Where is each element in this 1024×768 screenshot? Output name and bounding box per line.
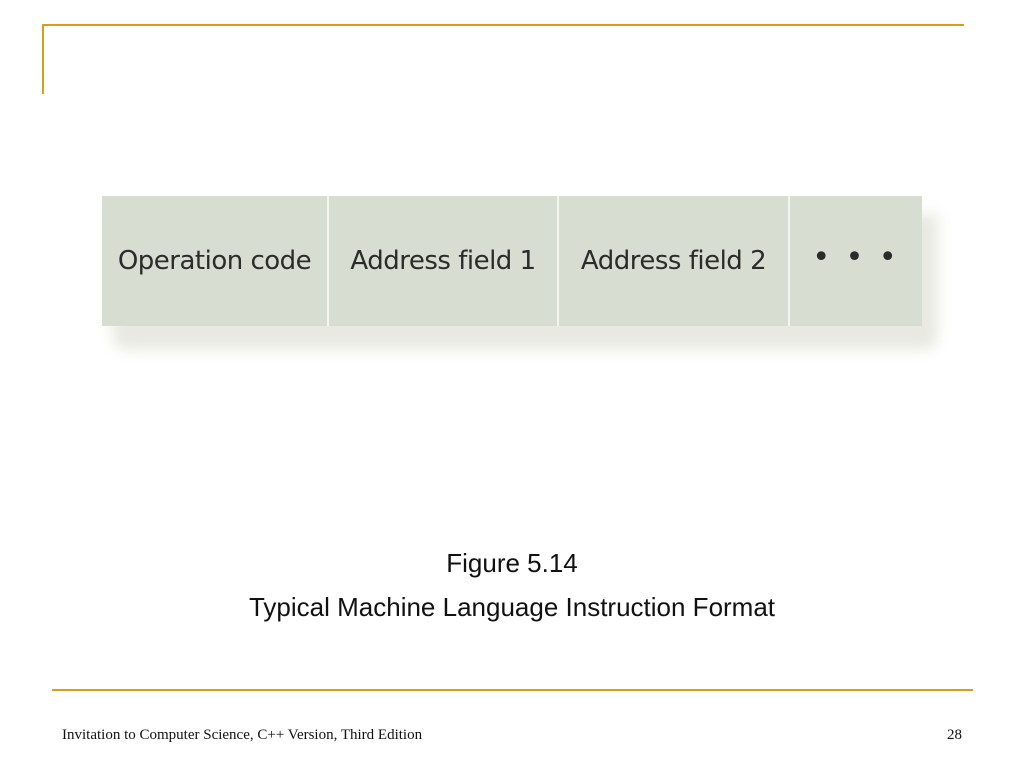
field-operation-code: Operation code — [102, 196, 329, 326]
figure-number: Figure 5.14 — [446, 548, 578, 578]
page-number: 28 — [947, 727, 962, 743]
field-address-1: Address field 1 — [329, 196, 559, 326]
field-address-2: Address field 2 — [559, 196, 790, 326]
accent-line-top — [42, 24, 964, 26]
footer-divider — [52, 689, 973, 691]
instruction-format-diagram: Operation code Address field 1 Address f… — [102, 196, 922, 326]
footer-source: Invitation to Computer Science, C++ Vers… — [62, 727, 423, 743]
accent-line-left — [42, 24, 44, 94]
field-ellipsis: • • • — [790, 196, 922, 326]
figure-title: Typical Machine Language Instruction For… — [248, 592, 776, 622]
